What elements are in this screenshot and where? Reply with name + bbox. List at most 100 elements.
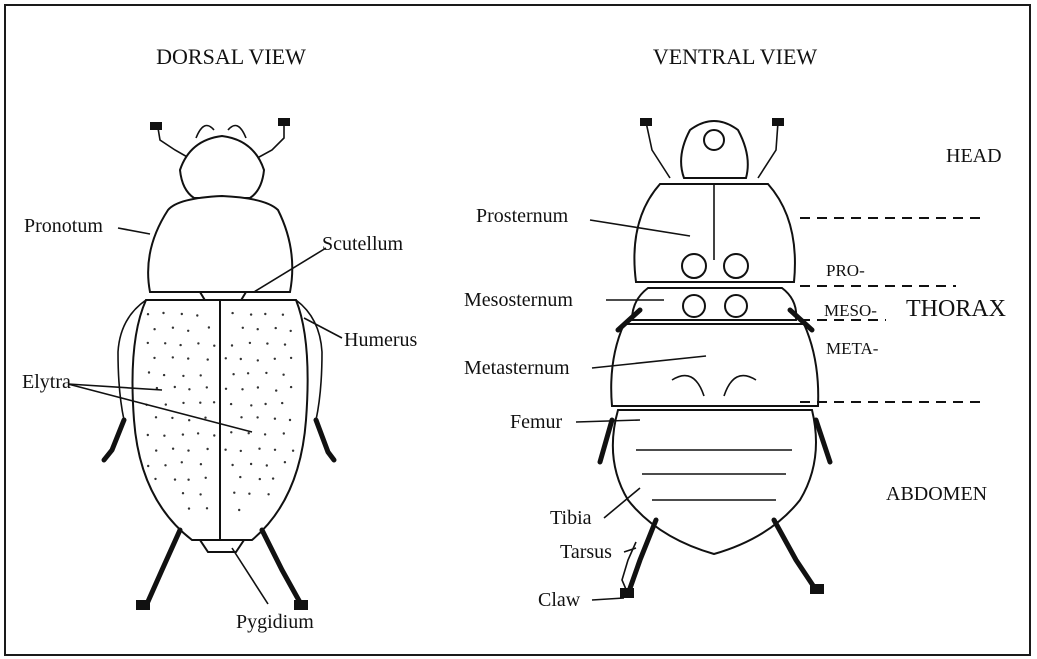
elytra-puncture [172,448,174,450]
ventral-antenna-tip-right [772,118,784,126]
label-metasternum: Metasternum [464,357,570,379]
dorsal-beetle [104,118,334,610]
elytra-puncture [213,345,215,347]
ventral-abdomen [613,410,816,554]
elytra-puncture [274,449,276,451]
elytra-puncture [257,386,259,388]
elytra-puncture [200,374,202,376]
elytra-puncture [240,450,242,452]
elytra-puncture [187,479,189,481]
elytra-puncture [179,344,181,346]
elytra-puncture [265,372,267,374]
elytra-puncture [164,342,166,344]
elytra-puncture [147,313,149,315]
elytra-puncture [164,464,166,466]
elytra-puncture [248,493,250,495]
elytra-puncture [242,327,244,329]
elytra-puncture [153,328,155,330]
elytra-puncture [290,330,292,332]
elytra-puncture [147,342,149,344]
elytra-puncture [155,416,157,418]
elytra-puncture [181,461,183,463]
elytra-puncture [284,461,286,463]
elytra-puncture [188,507,190,509]
elytra-puncture [290,386,292,388]
elytra-puncture [267,493,269,495]
region-pro: PRO- [826,261,865,280]
ventral-coxa-front-right [724,254,748,278]
ventral-foot-right [810,584,824,594]
elytra-puncture [264,403,266,405]
ventral-antenna-tip-left [640,118,652,126]
elytra-puncture [187,330,189,332]
elytra-puncture [233,492,235,494]
leader-pronotum [118,228,150,234]
elytra-puncture [182,402,184,404]
leader-pygidium [232,548,268,604]
elytra-puncture [240,358,242,360]
leader-humerus [304,318,342,338]
elytra-puncture [162,312,164,314]
elytra-puncture [258,448,260,450]
elytra-puncture [187,449,189,451]
elytra-puncture [188,419,190,421]
elytra-puncture [205,477,207,479]
elytra-puncture [264,313,266,315]
elytra-puncture [282,374,284,376]
elytra-puncture [182,492,184,494]
elytra-puncture [275,389,277,391]
elytra-puncture [282,314,284,316]
elytra-puncture [264,433,266,435]
elytra-puncture [230,403,232,405]
label-scutellum: Scutellum [322,233,404,255]
elytra-puncture [165,403,167,405]
elytra-puncture [247,372,249,374]
dorsal-pygidium [200,540,244,552]
elytra-puncture [206,386,208,388]
label-tarsus: Tarsus [560,541,612,563]
dorsal-antenna-tip-left [150,122,162,130]
elytra-puncture [250,404,252,406]
elytra-puncture [147,434,149,436]
label-femur: Femur [510,411,563,433]
elytra-puncture [224,449,226,451]
dorsal-head [180,136,264,198]
elytra-puncture [274,358,276,360]
leader-claw [592,598,624,600]
dorsal-pronotum [148,196,292,292]
ventral-coxa-mid-left [683,295,705,317]
ventral-beetle [600,118,830,598]
ventral-coxa-front-left [682,254,706,278]
elytra-puncture [266,464,268,466]
elytra-puncture [197,342,199,344]
elytra-puncture [257,328,259,330]
elytra-puncture [241,388,243,390]
region-thorax: THORAX [906,296,1006,322]
elytra-puncture [154,478,156,480]
elytra-puncture [147,465,149,467]
elytra-puncture [207,358,209,360]
elytra-puncture [225,388,227,390]
elytra-puncture [172,327,174,329]
elytra-puncture [272,477,274,479]
label-pygidium: Pygidium [236,611,314,633]
region-head: HEAD [946,145,1002,167]
elytra-puncture [248,432,250,434]
elytra-puncture [230,431,232,433]
elytra-puncture [259,478,261,480]
leader-tarsus [624,548,636,552]
elytra-puncture [231,312,233,314]
elytra-puncture [290,357,292,359]
elytra-puncture [239,476,241,478]
elytra-puncture [249,342,251,344]
elytra-puncture [155,449,157,451]
ventral-mesothorax [632,288,796,320]
ventral-coxa-mid-right [725,295,747,317]
elytra-puncture [200,463,202,465]
elytra-puncture [188,388,190,390]
elytra-puncture [163,435,165,437]
dorsal-foot-right [294,600,308,610]
label-humerus: Humerus [344,329,418,351]
elytra-puncture [153,357,155,359]
